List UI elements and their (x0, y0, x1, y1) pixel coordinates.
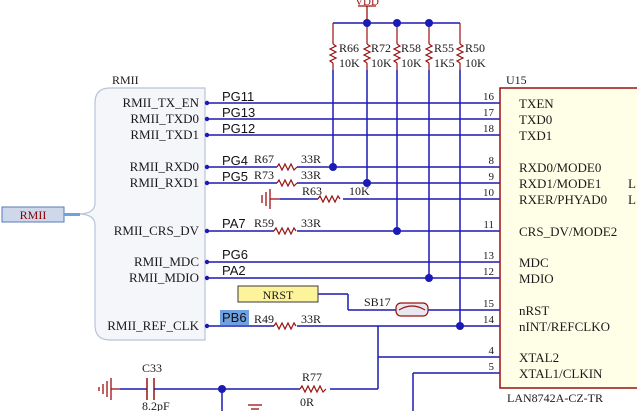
pin-name-crs-dv-mode2: CRS_DV/MODE2 (519, 224, 617, 239)
pin-name-xtal1-clkin: XTAL1/CLKIN (519, 366, 603, 381)
r63-ref: R63 (302, 184, 322, 198)
solder-bridge-sb17: SB17 (364, 295, 433, 317)
pin-name-mdio: MDIO (519, 271, 554, 286)
sb17-ref: SB17 (364, 295, 391, 309)
pin-num-17: 17 (483, 107, 495, 119)
net-pg5: PG5 (222, 169, 248, 184)
pin-name-nrst: nRST (519, 303, 549, 318)
pin-num-8: 8 (489, 155, 495, 167)
nrst-port-label: NRST (263, 288, 294, 302)
port-rmii-rxd1[interactable]: RMII_RXD1 (130, 175, 199, 190)
series-resistor-labels: R67 33R R73 33R R63 10K R59 33R R49 33R … (254, 152, 370, 409)
r49-value: 33R (301, 312, 321, 326)
u15-refdes: U15 (506, 73, 527, 87)
pin-num-15: 15 (483, 298, 495, 310)
port-rmii-txd0[interactable]: RMII_TXD0 (130, 111, 199, 126)
u15-pin-numbers: 16 17 18 8 9 10 11 13 12 15 14 4 5 (483, 91, 495, 373)
port-rmii-mdc[interactable]: RMII_MDC (134, 254, 199, 269)
pin-name-nint-refclko: nINT/REFCLKO (519, 319, 610, 334)
r63-value: 10K (349, 184, 370, 198)
net-pg6: PG6 (222, 247, 248, 262)
r58-value: 10K (401, 56, 422, 70)
rmii-sheet-symbol: RMII (77, 73, 206, 341)
pin-num-5: 5 (489, 361, 495, 373)
pin-name-rxd0-mode0: RXD0/MODE0 (519, 160, 601, 175)
r67-ref: R67 (254, 152, 274, 166)
pin-num-10: 10 (483, 187, 495, 199)
pullup-labels: R66 10K R72 10K R58 10K R55 1K5 R50 10K (339, 41, 486, 70)
pin-num-16: 16 (483, 91, 495, 103)
ground-symbol-bottom (248, 404, 262, 410)
net-pg13: PG13 (222, 105, 255, 120)
net-pa2: PA2 (222, 263, 246, 278)
signal-wires (160, 102, 500, 411)
r72-value: 10K (371, 56, 392, 70)
pin-num-12: 12 (483, 266, 494, 278)
pin-num-9: 9 (489, 171, 495, 183)
rmii-bus-port-label: RMII (20, 208, 47, 222)
port-rmii-txd1[interactable]: RMII_TXD1 (130, 127, 199, 142)
r59-value: 33R (301, 216, 321, 230)
r67-value: 33R (301, 152, 321, 166)
port-rmii-ref-clk[interactable]: RMII_REF_CLK (107, 318, 199, 333)
r58-ref: R58 (401, 41, 421, 55)
r77-value: 0R (300, 395, 314, 409)
net-pb6: PB6 (222, 310, 247, 325)
pin-name-txen: TXEN (519, 96, 554, 111)
net-pg12: PG12 (222, 121, 255, 136)
port-rmii-crs-dv[interactable]: RMII_CRS_DV (114, 223, 200, 238)
net-pa7: PA7 (222, 216, 246, 231)
pin-num-18: 18 (483, 123, 495, 135)
pin-num-4: 4 (489, 345, 495, 357)
pin-num-11: 11 (483, 219, 494, 231)
r59-ref: R59 (254, 216, 274, 230)
pin-name-rxer-phyad0: RXER/PHYAD0 (519, 192, 607, 207)
port-rmii-tx-en[interactable]: RMII_TX_EN (122, 95, 199, 110)
ground-symbol-r63 (261, 189, 280, 209)
r50-value: 10K (465, 56, 486, 70)
net-pb6-highlighted[interactable]: PB6 (220, 310, 249, 325)
net-pg4: PG4 (222, 153, 248, 168)
r72-ref: R72 (371, 41, 391, 55)
r73-ref: R73 (254, 168, 274, 182)
capacitor-c33: C33 8.2pF (120, 361, 170, 411)
r66-value: 10K (339, 56, 360, 70)
net-labels: PG11 PG13 PG12 PG4 PG5 PA7 PG6 PA2 (222, 89, 255, 278)
right-edge-glyph-2: L (628, 192, 636, 207)
u15-part-number: LAN8742A-CZ-TR (507, 391, 603, 405)
rmii-sheet-title: RMII (112, 73, 139, 87)
pin-num-14: 14 (483, 314, 495, 326)
port-rmii-rxd0[interactable]: RMII_RXD0 (130, 159, 199, 174)
right-edge-glyph-1: L (628, 176, 636, 191)
rmii-sheet-ports: RMII_TX_EN RMII_TXD0 RMII_TXD1 RMII_RXD0… (107, 95, 199, 333)
u15-pin-names: TXEN TXD0 TXD1 RXD0/MODE0 RXD1/MODE1 RXE… (519, 96, 636, 381)
c33-value: 8.2pF (142, 399, 170, 411)
pin-name-mdc: MDC (519, 255, 549, 270)
net-pg11: PG11 (222, 89, 254, 104)
port-rmii-mdio[interactable]: RMII_MDIO (129, 270, 199, 285)
r66-ref: R66 (339, 41, 359, 55)
pin-num-13: 13 (483, 250, 495, 262)
c33-ref: C33 (142, 361, 162, 375)
vdd-junctions (363, 19, 433, 27)
r73-value: 33R (301, 168, 321, 182)
rmii-bus-port[interactable]: RMII (1, 206, 80, 223)
nrst-port[interactable]: NRST (237, 285, 319, 303)
pin-name-txd1: TXD1 (519, 128, 552, 143)
ic-u15: U15 LAN8742A-CZ-TR (499, 73, 637, 405)
vdd-label: VDD (355, 0, 379, 8)
r55-value: 1K5 (434, 56, 455, 70)
pin-name-rxd1-mode1: RXD1/MODE1 (519, 176, 601, 191)
pin-name-xtal2: XTAL2 (519, 350, 559, 365)
signal-junctions (218, 163, 464, 393)
series-resistor-bodies (273, 162, 341, 394)
r49-ref: R49 (254, 312, 274, 326)
pin-name-txd0: TXD0 (519, 112, 552, 127)
r55-ref: R55 (434, 41, 454, 55)
r50-ref: R50 (465, 41, 485, 55)
r77-ref: R77 (302, 370, 322, 384)
ground-symbol-c33 (98, 378, 120, 400)
